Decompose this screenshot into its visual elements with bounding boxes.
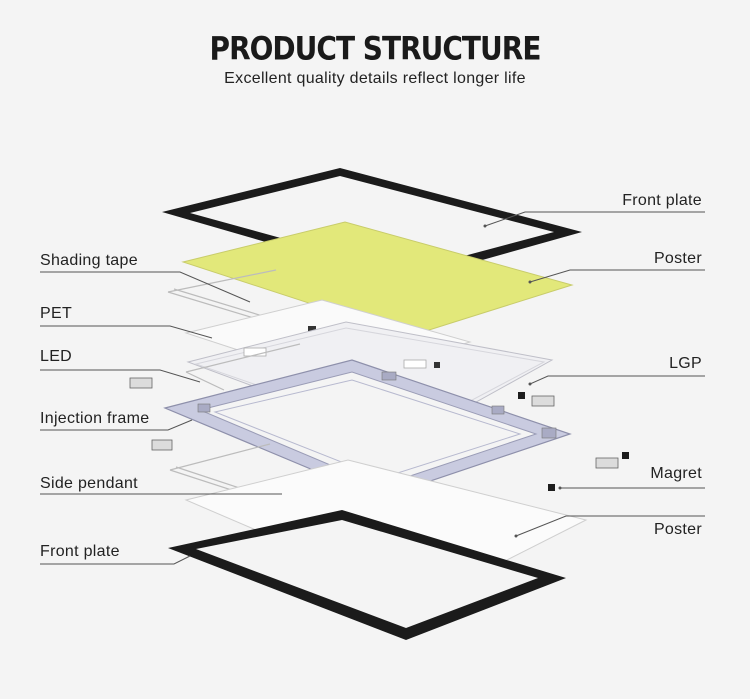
pet-tab — [308, 326, 316, 332]
label-side-pendant: Side pendant — [40, 475, 138, 492]
page-subtitle: Excellent quality details reflect longer… — [224, 70, 526, 87]
label-front-plate-top: Front plate — [622, 192, 702, 209]
label-pet: PET — [40, 305, 73, 322]
label-poster-bottom: Poster — [653, 521, 702, 538]
front-plate-bottom — [168, 510, 566, 640]
front-plate-top — [162, 168, 582, 282]
label-magret: Magret — [650, 465, 702, 482]
label-poster-top: Poster — [653, 250, 702, 267]
led-strip — [185, 343, 301, 391]
label-front-plate-bottom: Front plate — [40, 543, 120, 560]
label-injection-frame: Injection frame — [40, 410, 150, 427]
page-title: PRODUCT STRUCTURE — [209, 29, 542, 68]
leader-lines — [40, 211, 705, 565]
label-shading-tape: Shading tape — [40, 252, 138, 269]
leader-dots — [483, 224, 562, 538]
label-led: LED — [40, 348, 73, 365]
label-lgp: LGP — [669, 355, 702, 372]
